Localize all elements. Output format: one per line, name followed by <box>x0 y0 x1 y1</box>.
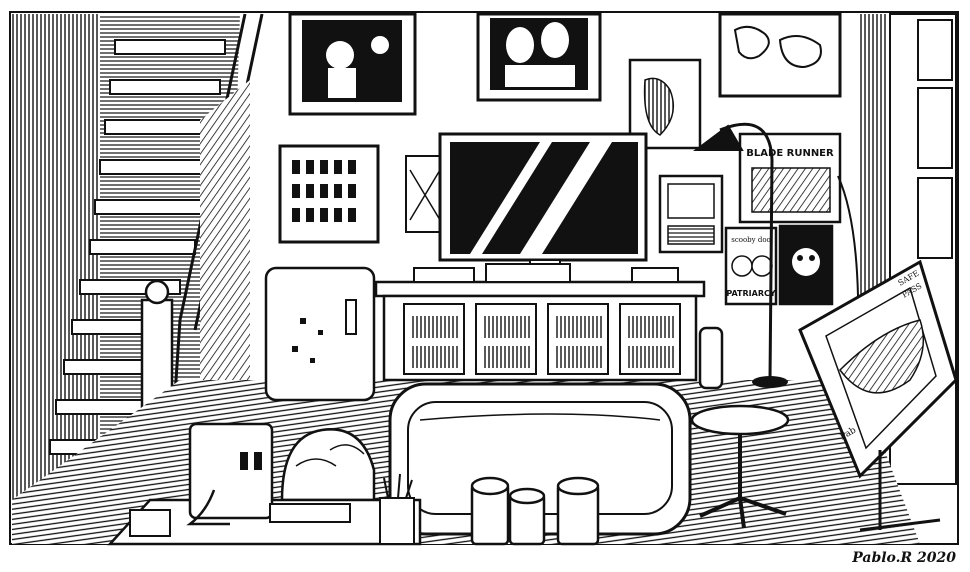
poster-small-landscape <box>658 174 724 254</box>
foreground-desk <box>107 422 422 546</box>
poster-blade-runner: BLADE RUNNER <box>738 132 842 224</box>
frame-top-left <box>288 12 417 116</box>
notepad <box>129 509 171 537</box>
poster-blade-runner-title: BLADE RUNNER <box>746 148 834 159</box>
under-stairs-shadow <box>200 80 250 420</box>
poster-patriarcy-text: PATRIARCY <box>726 289 776 298</box>
rolled-papers <box>470 476 600 546</box>
tv-cabinet <box>374 263 706 382</box>
poster-scooby-text: scooby doo <box>731 236 771 244</box>
drafting-table: SAFE PASS Pab <box>798 259 958 532</box>
frame-top-center <box>476 12 602 102</box>
keyboard <box>269 503 351 523</box>
mini-fridge <box>264 266 376 402</box>
frame-small-left-of-tv <box>405 155 443 233</box>
poster-dark-face <box>778 224 834 306</box>
pencil-cup <box>379 497 415 545</box>
television <box>438 132 648 269</box>
armchair <box>280 428 376 502</box>
left-wall <box>12 14 102 504</box>
monitor-back <box>188 422 274 520</box>
couch <box>388 382 692 536</box>
artist-signature: Pablo.R 2020 <box>852 550 956 566</box>
frame-figures-grid <box>278 144 380 244</box>
window-frame <box>889 13 957 485</box>
floor-lamp <box>693 122 859 388</box>
frame-top-right-map <box>718 12 842 98</box>
office-chair <box>690 326 790 529</box>
poster-scooby: scooby doo PATRIARCY <box>724 226 778 306</box>
